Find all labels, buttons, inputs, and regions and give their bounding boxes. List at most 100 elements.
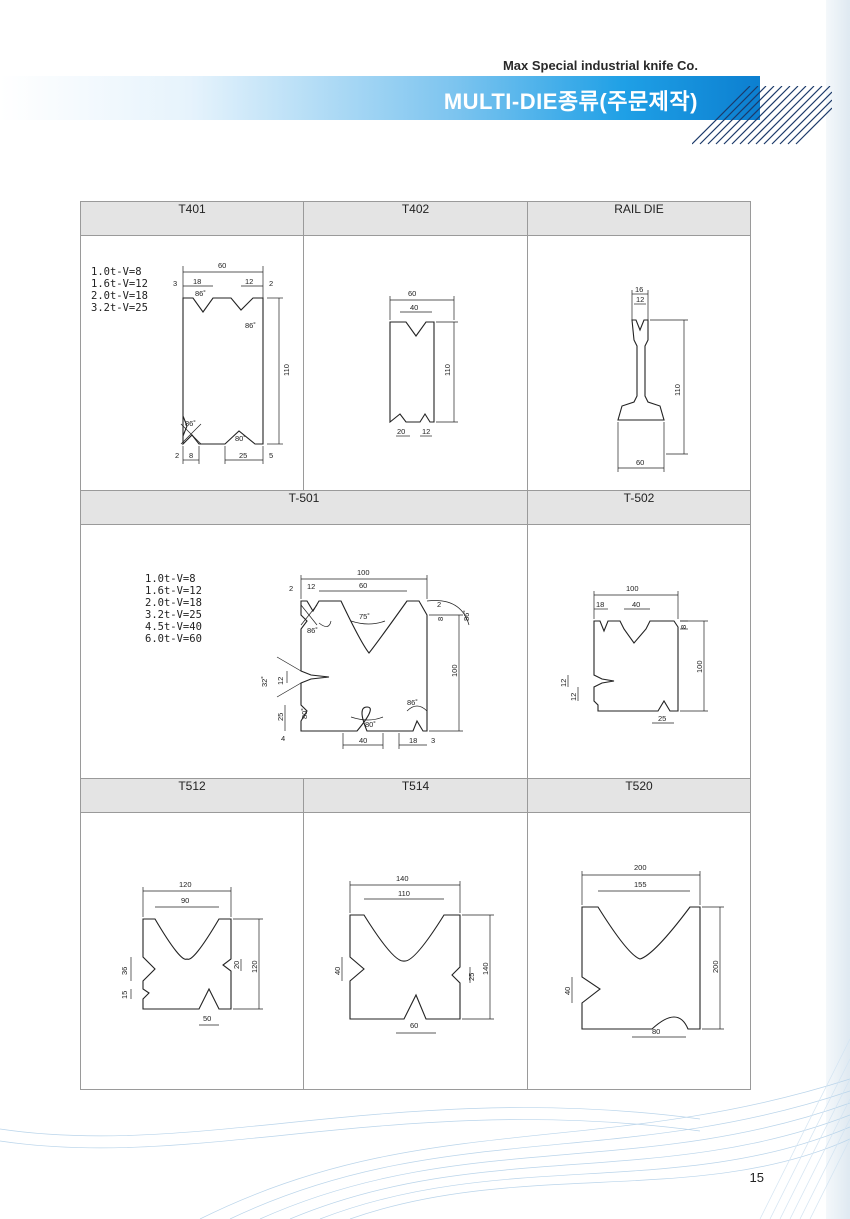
t401-header: T401 — [80, 201, 304, 236]
spec-line: 1.0t-V=8 — [91, 266, 142, 278]
page-number: 15 — [749, 1170, 764, 1185]
t501-dim-e: 12 — [276, 677, 285, 685]
t514-dim-bv: 60 — [410, 1021, 418, 1030]
t514-profile — [349, 914, 461, 1020]
t501-dim-d: 2 — [437, 600, 441, 609]
t502-profile — [593, 620, 679, 712]
t501-dim-bv: 40 — [359, 736, 367, 745]
t514-dim-a: 40 — [333, 967, 342, 975]
t514-header: T514 — [303, 778, 528, 813]
t402-header: T402 — [303, 201, 528, 236]
t512-drawing: 120 90 36 15 20 120 50 — [120, 880, 263, 1026]
t402-drawing: 60 40 110 20 12 — [389, 289, 458, 437]
t402-dim-height: 110 — [443, 364, 452, 376]
t502-dim-width: 100 — [626, 584, 639, 593]
t402-cell: 60 40 110 20 12 — [303, 235, 528, 491]
t501-spec-list: 1.0t-V=8 1.6t-V=12 2.0t-V=18 3.2t-V=25 4… — [145, 573, 202, 645]
t502-header: T-502 — [527, 490, 751, 525]
spec-line: 1.0t-V=8 — [145, 573, 196, 585]
spec-line: 6.0t-V=60 — [145, 633, 202, 645]
t401-angle-4: 80˚ — [235, 434, 246, 443]
t512-header: T512 — [80, 778, 304, 813]
t520-dim-bv: 80 — [652, 1027, 660, 1036]
t402-dim-a: 20 — [397, 427, 405, 436]
t502-dim-d: 12 — [569, 693, 578, 701]
t502-drawing: 100 40 18 8 100 12 12 25 — [559, 584, 708, 724]
t402-dim-v: 40 — [410, 303, 418, 312]
t501-dim-j: 3 — [431, 736, 435, 745]
t402-dim-width: 60 — [408, 289, 416, 298]
t512-profile — [142, 918, 232, 1010]
t401-angle-2: 86˚ — [245, 321, 256, 330]
die-table: T401 T402 RAIL DIE 1.0t-V=8 1.6t-V=12 2.… — [80, 201, 751, 1090]
t514-dim-width: 140 — [396, 874, 409, 883]
t401-drawing: 60 18 12 3 2 86˚ 86˚ 86˚ 80˚ 110 2 8 25 … — [173, 261, 291, 464]
t520-profile — [581, 906, 701, 1030]
t501-dim-g: 4 — [281, 734, 285, 743]
t501-dim-c: 8 — [436, 617, 445, 621]
t401-dim-g: 25 — [239, 451, 247, 460]
t501-dim-a: 2 — [289, 584, 293, 593]
t401-dim-a: 18 — [193, 277, 201, 286]
t512-cell: 120 90 36 15 20 120 50 — [80, 812, 304, 1090]
t520-dim-v: 155 — [634, 880, 647, 889]
t501-dim-f: 25 — [276, 713, 285, 721]
t512-dim-bv: 50 — [203, 1014, 211, 1023]
t512-dim-width: 120 — [179, 880, 192, 889]
t501-angle-86c: 86˚ — [407, 698, 418, 707]
t401-dim-width: 60 — [218, 261, 226, 270]
t502-cell: 100 40 18 8 100 12 12 25 — [527, 524, 751, 779]
t502-dim-height: 100 — [695, 660, 704, 673]
t514-cell: 140 110 40 25 140 60 — [303, 812, 528, 1090]
title-band — [0, 76, 760, 120]
t520-cell: 200 155 40 200 80 — [527, 812, 751, 1090]
t501-dim-i: 18 — [409, 736, 417, 745]
t502-dim-v: 40 — [632, 600, 640, 609]
t502-dim-b: 8 — [679, 625, 688, 629]
t401-dim-height: 110 — [282, 364, 291, 376]
t501-drawing: 100 60 2 12 75˚ 86˚ 86˚ 8 2 100 32˚ 12 8… — [260, 568, 471, 749]
page-edge-shade — [826, 0, 850, 1219]
spec-line: 3.2t-V=25 — [145, 609, 202, 621]
t401-cell: 1.0t-V=8 1.6t-V=12 2.0t-V=18 3.2t-V=25 6… — [80, 235, 304, 491]
t401-dim-k: 5 — [269, 451, 273, 460]
t520-header: T520 — [527, 778, 751, 813]
t502-dim-a: 18 — [596, 600, 604, 609]
t514-dim-v: 110 — [398, 889, 410, 898]
t402-profile — [389, 321, 435, 424]
t501-dim-b: 12 — [307, 582, 315, 591]
t501-angle-80a: 80˚ — [300, 708, 309, 719]
t501-angle-32: 32˚ — [260, 676, 269, 687]
t520-dim-a: 40 — [563, 987, 572, 995]
t512-dim-v: 90 — [181, 896, 189, 905]
page-title: MULTI-DIE종류(주문제작) — [443, 89, 698, 114]
t501-dim-width: 100 — [357, 568, 370, 577]
rail-dim-a: 16 — [635, 285, 643, 294]
spec-line: 1.6t-V=12 — [145, 585, 202, 597]
t501-angle-86b: 86˚ — [462, 610, 471, 621]
rail-die-cell: 16 12 110 60 — [527, 235, 751, 491]
t401-spec-list: 1.0t-V=8 1.6t-V=12 2.0t-V=18 3.2t-V=25 — [91, 266, 148, 314]
rail-dim-width: 60 — [636, 458, 644, 467]
t401-profile — [182, 297, 264, 446]
t512-dim-a: 36 — [120, 967, 129, 975]
t501-header: T-501 — [80, 490, 528, 525]
t520-drawing: 200 155 40 200 80 — [563, 863, 724, 1038]
t401-angle-3: 86˚ — [185, 419, 196, 428]
t401-angle-1: 86˚ — [195, 289, 206, 298]
t512-dim-c: 20 — [232, 961, 241, 969]
spec-line: 4.5t-V=40 — [145, 621, 202, 633]
rail-dim-b: 12 — [636, 295, 644, 304]
spec-line: 2.0t-V=18 — [145, 597, 202, 609]
wave-decoration — [0, 1038, 850, 1219]
t401-dim-f: 8 — [189, 451, 193, 460]
t501-angle-86a: 86˚ — [307, 626, 318, 635]
t501-cell: 1.0t-V=8 1.6t-V=12 2.0t-V=18 3.2t-V=25 4… — [80, 524, 528, 779]
spec-line: 3.2t-V=25 — [91, 302, 148, 314]
rail-die-header: RAIL DIE — [527, 201, 751, 236]
t501-dim-v: 60 — [359, 581, 367, 590]
t401-dim-b: 12 — [245, 277, 253, 286]
t501-angle-75: 75˚ — [359, 612, 370, 621]
spec-line: 2.0t-V=18 — [91, 290, 148, 302]
t502-dim-e: 25 — [658, 714, 666, 723]
